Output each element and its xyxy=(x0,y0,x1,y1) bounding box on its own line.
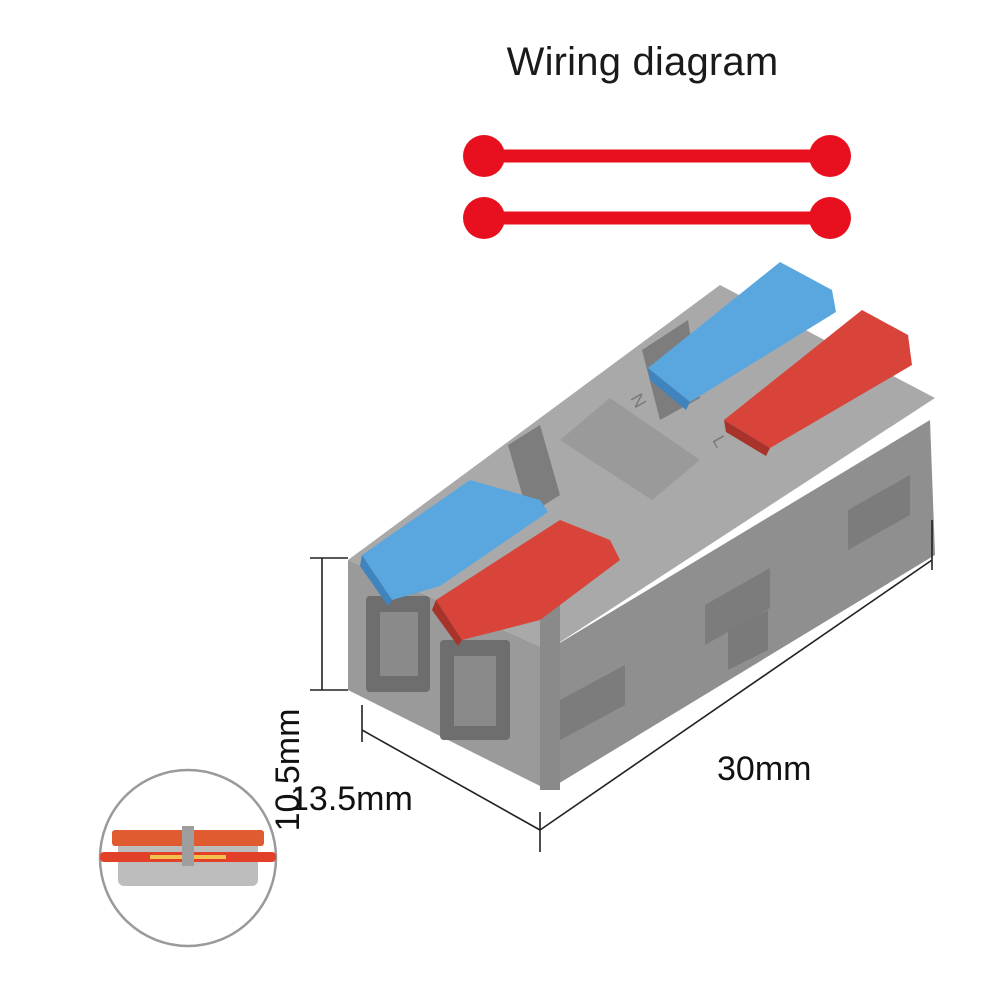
wire-dot xyxy=(463,197,505,239)
lever-blue-back xyxy=(648,262,836,402)
wiring-diagram xyxy=(463,135,851,239)
width-dimension-label: 13.5mm xyxy=(290,780,413,818)
wire-dot xyxy=(809,197,851,239)
wire-dot xyxy=(463,135,505,177)
wire-dot xyxy=(809,135,851,177)
lever-red-front xyxy=(436,520,620,640)
lever-red-back xyxy=(724,310,912,448)
cross-section-inset xyxy=(98,768,278,948)
diagram-title: Wiring diagram xyxy=(506,40,779,84)
lever-blue-front xyxy=(362,480,548,600)
dimension-lines xyxy=(310,520,933,852)
levers xyxy=(360,262,912,646)
height-dimension-label: 10.5mm xyxy=(269,708,307,832)
length-dimension-label: 30mm xyxy=(717,750,812,788)
